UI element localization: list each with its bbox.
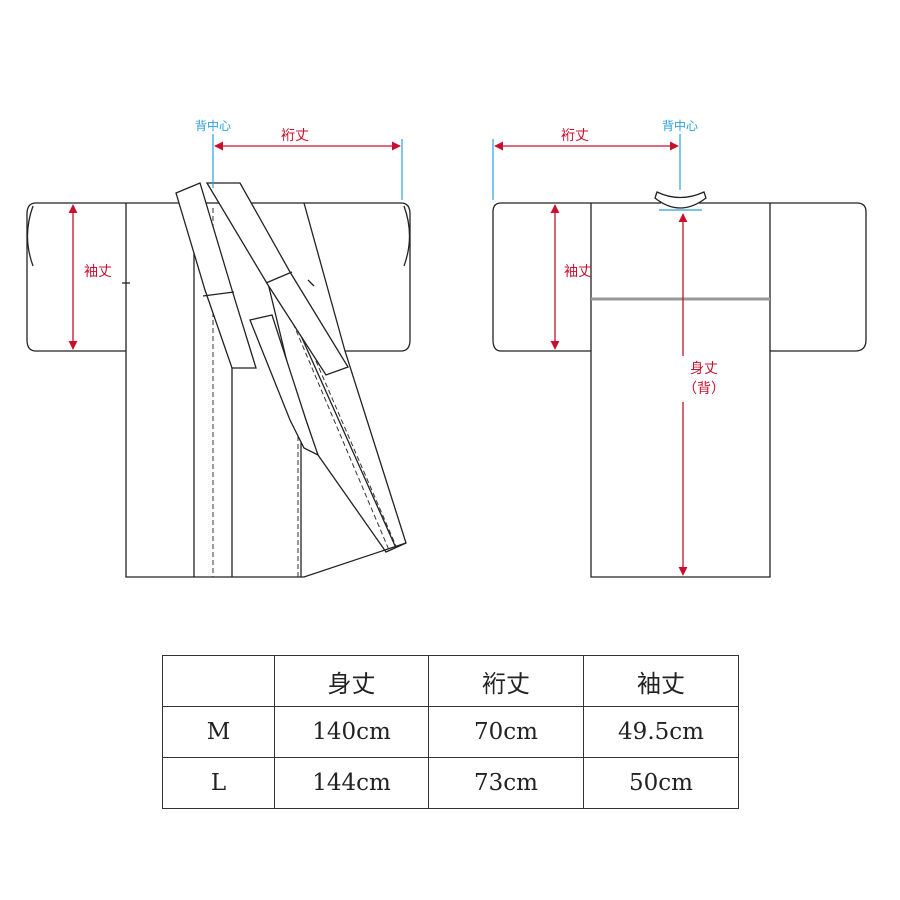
table-row: M 140cm 70cm 49.5cm (162, 706, 739, 758)
front-right-sleeve (304, 202, 411, 352)
value-cell: 49.5cm (583, 706, 739, 758)
back-sode-label: 袖丈 (564, 264, 592, 280)
front-collar-tail (249, 314, 320, 457)
value-cell: 144cm (274, 757, 429, 809)
table-header-corner (162, 655, 275, 707)
front-flap-stitch-1 (289, 315, 390, 551)
value-cell: 50cm (583, 757, 739, 809)
size-cell: M (162, 706, 275, 758)
size-cell: L (162, 757, 275, 809)
back-yuki-label: 裄丈 (561, 128, 589, 144)
front-collar-left (175, 182, 257, 369)
front-left-sleeve-cuff (26, 205, 34, 267)
table-header-row: 身丈 裄丈 袖丈 (162, 655, 739, 707)
back-mitake-sub-label: （背） (683, 381, 725, 397)
front-right-sleeve-cuff (403, 205, 411, 267)
table-row: L 144cm 73cm 50cm (162, 757, 739, 809)
front-left-sleeve (26, 202, 126, 352)
value-cell: 70cm (428, 706, 584, 758)
front-view: 背中心 裄丈 袖丈 (26, 118, 411, 578)
value-cell: 140cm (274, 706, 429, 758)
size-table: 身丈 裄丈 袖丈 M 140cm 70cm 49.5cm L 144cm 73c… (162, 655, 739, 809)
back-view: 背中心 裄丈 袖丈 身丈 （背） (492, 118, 867, 578)
back-collar (654, 191, 707, 209)
table-header-sode: 袖丈 (583, 655, 739, 707)
front-collar-right (205, 182, 349, 376)
front-yuki-label: 裄丈 (281, 128, 309, 144)
front-flap-stitch-2 (299, 323, 397, 547)
back-center-label: 背中心 (662, 118, 698, 133)
table-header-yuki: 裄丈 (428, 655, 584, 707)
back-mitake-label: 身丈 (690, 361, 718, 377)
front-sode-label: 袖丈 (84, 264, 112, 280)
front-body (125, 202, 407, 578)
front-center-label: 背中心 (195, 118, 231, 133)
table-header-mitake: 身丈 (274, 655, 429, 707)
kimono-diagram: 背中心 裄丈 袖丈 背中心 裄丈 袖丈 身丈 （背） (26, 118, 867, 578)
back-outline (492, 202, 867, 578)
value-cell: 73cm (428, 757, 584, 809)
